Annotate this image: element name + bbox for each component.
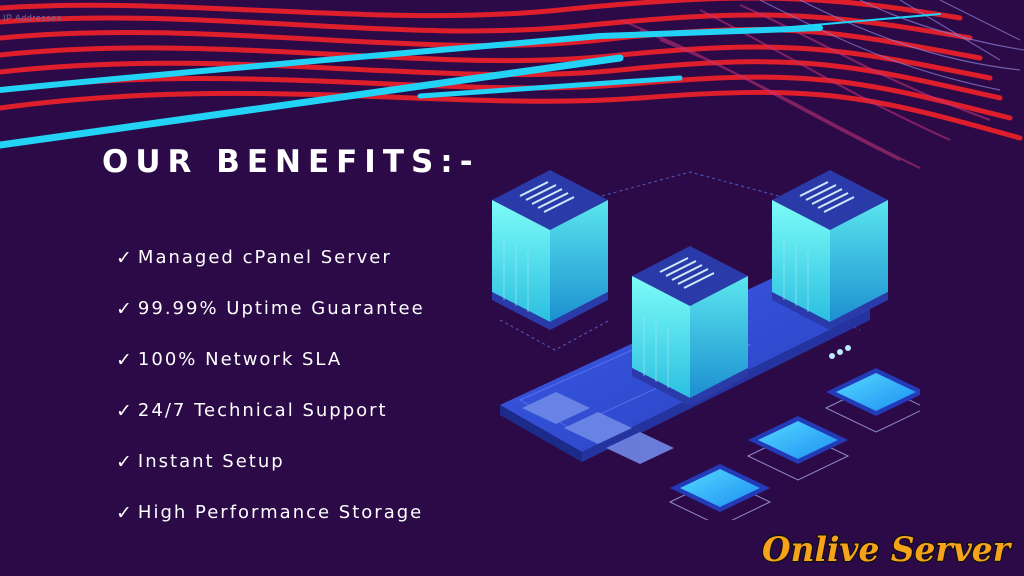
benefit-label: Instant Setup <box>137 451 285 472</box>
check-icon: ✓ <box>116 399 132 422</box>
benefit-label: 100% Network SLA <box>137 349 343 370</box>
server-cube-left <box>492 170 608 330</box>
benefit-item: ✓Managed cPanel Server <box>116 232 425 283</box>
benefit-label: 99.99% Uptime Guarantee <box>137 298 425 319</box>
decorative-waves <box>0 0 1024 169</box>
page-title: OUR BENEFITS:- <box>102 144 480 180</box>
circuit-chips <box>522 392 674 464</box>
check-icon: ✓ <box>116 450 132 473</box>
check-icon: ✓ <box>116 297 132 320</box>
tile-2 <box>746 416 850 481</box>
check-icon: ✓ <box>116 246 132 269</box>
brand-name: Onlive Server <box>762 530 1012 570</box>
dots-icon <box>829 345 851 359</box>
benefit-label: Managed cPanel Server <box>137 247 392 268</box>
benefit-label: 24/7 Technical Support <box>137 400 388 421</box>
corner-caption: IP Addresses <box>3 13 62 23</box>
benefit-label: High Performance Storage <box>137 502 424 523</box>
server-illustration <box>492 170 920 520</box>
benefit-item: ✓100% Network SLA <box>116 334 425 385</box>
benefit-item: ✓High Performance Storage <box>116 487 425 538</box>
benefits-list: ✓Managed cPanel Server ✓99.99% Uptime Gu… <box>116 232 425 538</box>
tile-1 <box>824 368 920 433</box>
server-cube-right <box>772 170 888 330</box>
floating-tiles <box>668 368 920 520</box>
benefit-item: ✓24/7 Technical Support <box>116 385 425 436</box>
check-icon: ✓ <box>116 348 132 371</box>
benefit-item: ✓99.99% Uptime Guarantee <box>116 283 425 334</box>
brand-logo: Onlive Server <box>761 529 1014 572</box>
tile-3 <box>668 464 772 520</box>
server-cube-center <box>632 246 748 406</box>
benefit-item: ✓Instant Setup <box>116 436 425 487</box>
check-icon: ✓ <box>116 501 132 524</box>
